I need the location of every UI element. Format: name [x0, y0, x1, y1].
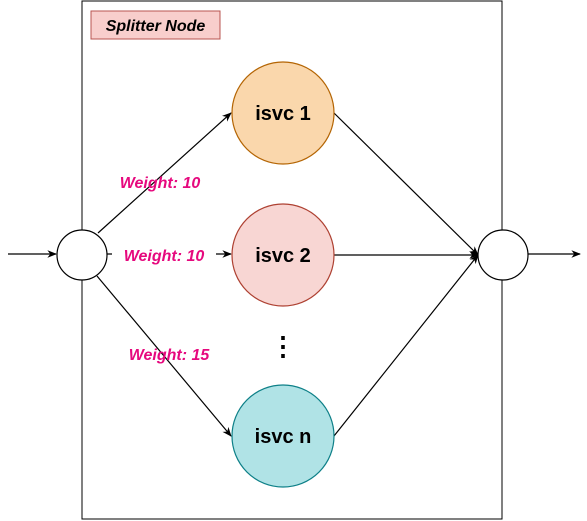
edge-splitter-to-isvc-1	[97, 112, 232, 234]
vertical-ellipsis: ⋮	[270, 331, 296, 361]
isvc-n-label: isvc n	[255, 426, 312, 448]
isvc-1-label: isvc 1	[255, 103, 311, 125]
isvc-2-label: isvc 2	[255, 245, 311, 267]
splitter-input-circle	[56, 229, 108, 281]
isvc-n-node	[231, 384, 335, 488]
splitter-node-title-box	[90, 10, 221, 40]
isvc-2-node	[231, 203, 335, 307]
weight-1-label: Weight: 10	[120, 175, 201, 192]
isvc-1-node	[231, 61, 335, 165]
edge-splitter-to-isvc-n	[96, 275, 232, 437]
edge-isvc-n-to-combiner	[333, 254, 479, 437]
edge-isvc-1-to-combiner	[333, 112, 479, 256]
weight-3-label: Weight: 15	[129, 347, 211, 364]
weight-2-label-bg	[112, 244, 216, 264]
weight-2-label: Weight: 10	[124, 248, 205, 265]
combiner-output-circle	[477, 229, 529, 281]
splitter-node-title: Splitter Node	[106, 18, 206, 35]
